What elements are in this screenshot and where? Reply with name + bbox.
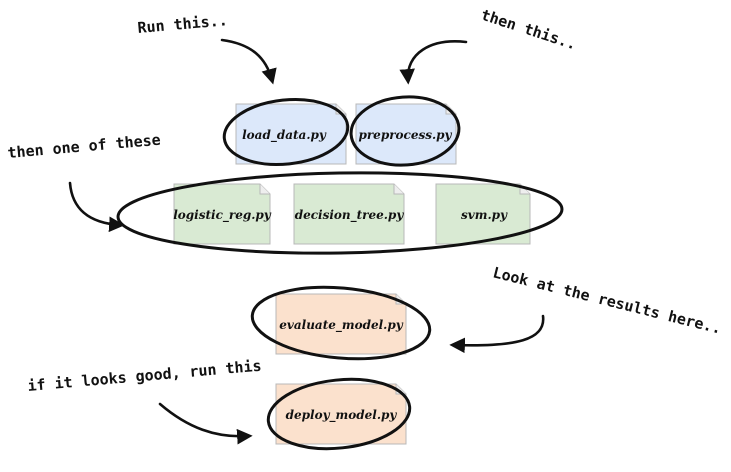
file-load-data[interactable]: load_data.py — [235, 103, 347, 165]
file-label-load-data: load_data.py — [242, 128, 327, 143]
note-then-this: then this.. — [479, 6, 579, 54]
file-label-logistic-reg: logistic_reg.py — [173, 208, 272, 223]
oval-load-data — [222, 98, 350, 166]
file-label-preprocess: preprocess.py — [358, 128, 452, 142]
file-label-evaluate-model: evaluate_model.py — [279, 318, 403, 333]
oval-deploy-model — [266, 377, 412, 451]
oval-evaluate-model — [250, 285, 432, 361]
arrow-then-one-of-these — [68, 181, 125, 233]
note-if-looks-good: if it looks good, run this — [27, 357, 262, 395]
arrow-look-at-results — [449, 314, 545, 354]
arrow-run-this — [220, 38, 277, 85]
note-then-one-of-these: then one of these — [7, 131, 162, 162]
file-evaluate-model[interactable]: evaluate_model.py — [275, 293, 407, 355]
arrow-then-this — [399, 40, 468, 85]
oval-preprocess — [349, 95, 461, 167]
file-decision-tree[interactable]: decision_tree.py — [293, 183, 405, 245]
file-label-svm: svm.py — [461, 208, 508, 222]
file-deploy-model[interactable]: deploy_model.py — [275, 383, 407, 445]
file-logistic-reg[interactable]: logistic_reg.py — [173, 183, 272, 245]
file-label-deploy-model: deploy_model.py — [286, 408, 398, 423]
arrow-if-looks-good — [158, 402, 253, 445]
note-look-at-results: Look at the results here.. — [491, 263, 723, 337]
file-svm[interactable]: svm.py — [435, 183, 531, 245]
file-preprocess[interactable]: preprocess.py — [355, 103, 457, 165]
file-label-decision-tree: decision_tree.py — [295, 208, 405, 223]
note-run-this: Run this.. — [137, 11, 229, 37]
